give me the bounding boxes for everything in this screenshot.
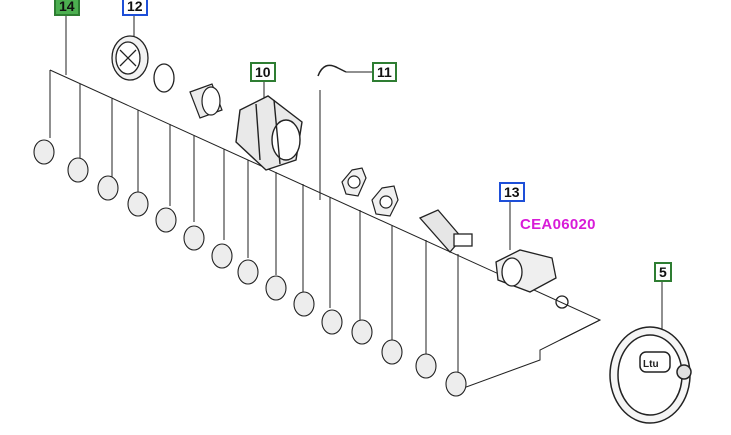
part-12-cap — [111, 35, 149, 81]
callout-5[interactable]: 5 — [654, 262, 672, 282]
bottom-bracket-line — [457, 319, 601, 391]
part-ring — [153, 63, 175, 93]
part-code-label[interactable]: CEA06020 — [520, 216, 596, 233]
part-star-wheel-2 — [371, 185, 399, 217]
part-11-clip — [317, 64, 347, 77]
callout-13[interactable]: 13 — [499, 182, 525, 202]
callout-10[interactable]: 10 — [250, 62, 276, 82]
callout-14[interactable]: 14 — [54, 0, 80, 16]
part-star-wheel-1 — [341, 167, 367, 197]
callout-12[interactable]: 12 — [122, 0, 148, 16]
callout-11[interactable]: 11 — [372, 62, 397, 82]
part-10-housing — [235, 95, 303, 171]
part-circlip — [555, 295, 569, 309]
tumbler-wafers — [33, 139, 467, 397]
part-lock-cylinder — [418, 209, 473, 253]
part-bushing — [189, 83, 223, 119]
drop-lines — [49, 70, 459, 372]
cap-emblem-text: Ltu — [643, 359, 659, 370]
part-5-fuel-cap — [609, 326, 692, 424]
part-13-retainer — [495, 249, 557, 293]
